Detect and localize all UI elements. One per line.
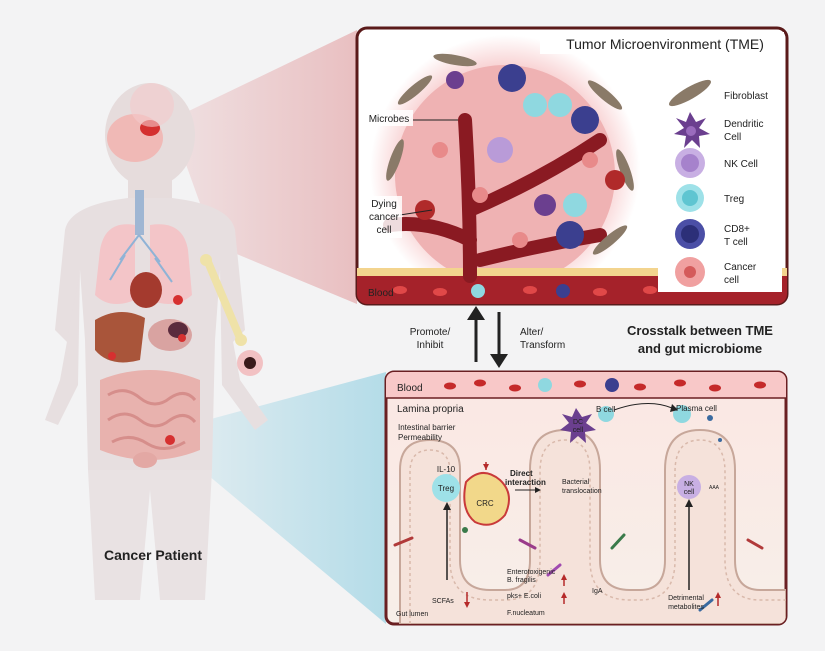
legend-fibroblast: Fibroblast bbox=[724, 91, 768, 102]
bacterial-label-2: translocation bbox=[562, 488, 602, 495]
crosstalk-title-2: and gut microbiome bbox=[638, 341, 762, 356]
iga-label: IgA bbox=[592, 588, 603, 595]
alter-label-1: Alter/ bbox=[520, 327, 544, 338]
entero-label-2: B. fragilis bbox=[507, 577, 536, 584]
gut-zoom-beam bbox=[170, 372, 386, 624]
gut-nk-cell-icon bbox=[677, 475, 701, 499]
bcell-label: B cell bbox=[596, 405, 616, 414]
lumen-label: Gut lumen bbox=[396, 611, 428, 618]
gut-panel bbox=[384, 370, 788, 626]
detri-label-2: metabolites bbox=[668, 604, 704, 611]
bacterial-label-1: Bacterial bbox=[562, 479, 590, 486]
down-arrow-icon bbox=[490, 354, 508, 368]
aaa-label: AAA bbox=[709, 485, 720, 491]
direct-label-2: interaction bbox=[505, 478, 546, 487]
dying-label-1: Dying bbox=[371, 199, 397, 210]
crosstalk-title-1: Crosstalk between TME bbox=[627, 323, 773, 338]
legend-nk: NK Cell bbox=[724, 159, 758, 170]
dying-label-2: cancer bbox=[369, 212, 400, 223]
crc-tumor bbox=[463, 472, 510, 526]
entero-label-1: Enterotoxigenic bbox=[507, 569, 556, 576]
treg-label: Treg bbox=[438, 484, 454, 493]
up-arrow-icon bbox=[467, 306, 485, 320]
nk-cell-icon bbox=[675, 148, 705, 178]
dying-label-3: cell bbox=[376, 225, 391, 236]
legend-treg: Treg bbox=[724, 194, 744, 205]
nk-label-1: NK bbox=[684, 481, 694, 488]
gut-blood-label: Blood bbox=[397, 383, 423, 394]
legend-cd8-2: T cell bbox=[724, 237, 748, 248]
crosstalk-arrows bbox=[467, 306, 508, 368]
lamina-label: Lamina propria bbox=[397, 404, 464, 415]
pks-label: pks+ E.coli bbox=[507, 593, 541, 600]
plasma-label: Plasma cell bbox=[676, 404, 717, 413]
dc-label-1: DC bbox=[573, 419, 583, 426]
promote-label-1: Promote/ bbox=[410, 327, 451, 338]
crc-label: CRC bbox=[476, 499, 494, 508]
tme-legend: Fibroblast Dendritic Cell NK Cell Treg C… bbox=[658, 66, 782, 292]
cd8-t-cell-icon bbox=[675, 219, 705, 249]
legend-cd8-1: CD8+ bbox=[724, 224, 750, 235]
patient-label: Cancer Patient bbox=[104, 547, 202, 563]
gut-dc-cell-icon bbox=[560, 408, 596, 443]
legend-cancer-1: Cancer bbox=[724, 262, 757, 273]
cancer-cell-icon bbox=[675, 257, 705, 287]
barrier-label-2: Permeability bbox=[398, 433, 442, 442]
tme-blood-label: Blood bbox=[368, 288, 394, 299]
nk-label-2: cell bbox=[684, 489, 695, 496]
legend-cancer-2: cell bbox=[724, 275, 739, 286]
fnuc-label: F.nucleatum bbox=[507, 610, 545, 617]
treg-icon bbox=[676, 184, 704, 212]
alter-label-2: Transform bbox=[520, 340, 565, 351]
barrier-label-1: Intestinal barrier bbox=[398, 423, 456, 432]
legend-dendritic-1: Dendritic bbox=[724, 119, 763, 130]
detri-label-1: Detrimental bbox=[668, 595, 704, 602]
scfa-label: SCFAs bbox=[432, 598, 454, 605]
human-body bbox=[45, 83, 268, 600]
fibroblast-icon bbox=[669, 79, 711, 107]
gut-treg-icon bbox=[432, 474, 460, 502]
direct-label-1: Direct bbox=[510, 469, 533, 478]
dendritic-cell-icon bbox=[674, 112, 710, 148]
dc-label-2: cell bbox=[573, 427, 584, 434]
gut-b-cell-icon bbox=[598, 406, 614, 422]
microbes-label: Microbes bbox=[369, 114, 410, 125]
promote-label-2: Inhibit bbox=[417, 340, 444, 351]
il10-label: IL-10 bbox=[437, 465, 456, 474]
tme-title: Tumor Microenvironment (TME) bbox=[566, 36, 764, 52]
legend-dendritic-2: Cell bbox=[724, 132, 741, 143]
